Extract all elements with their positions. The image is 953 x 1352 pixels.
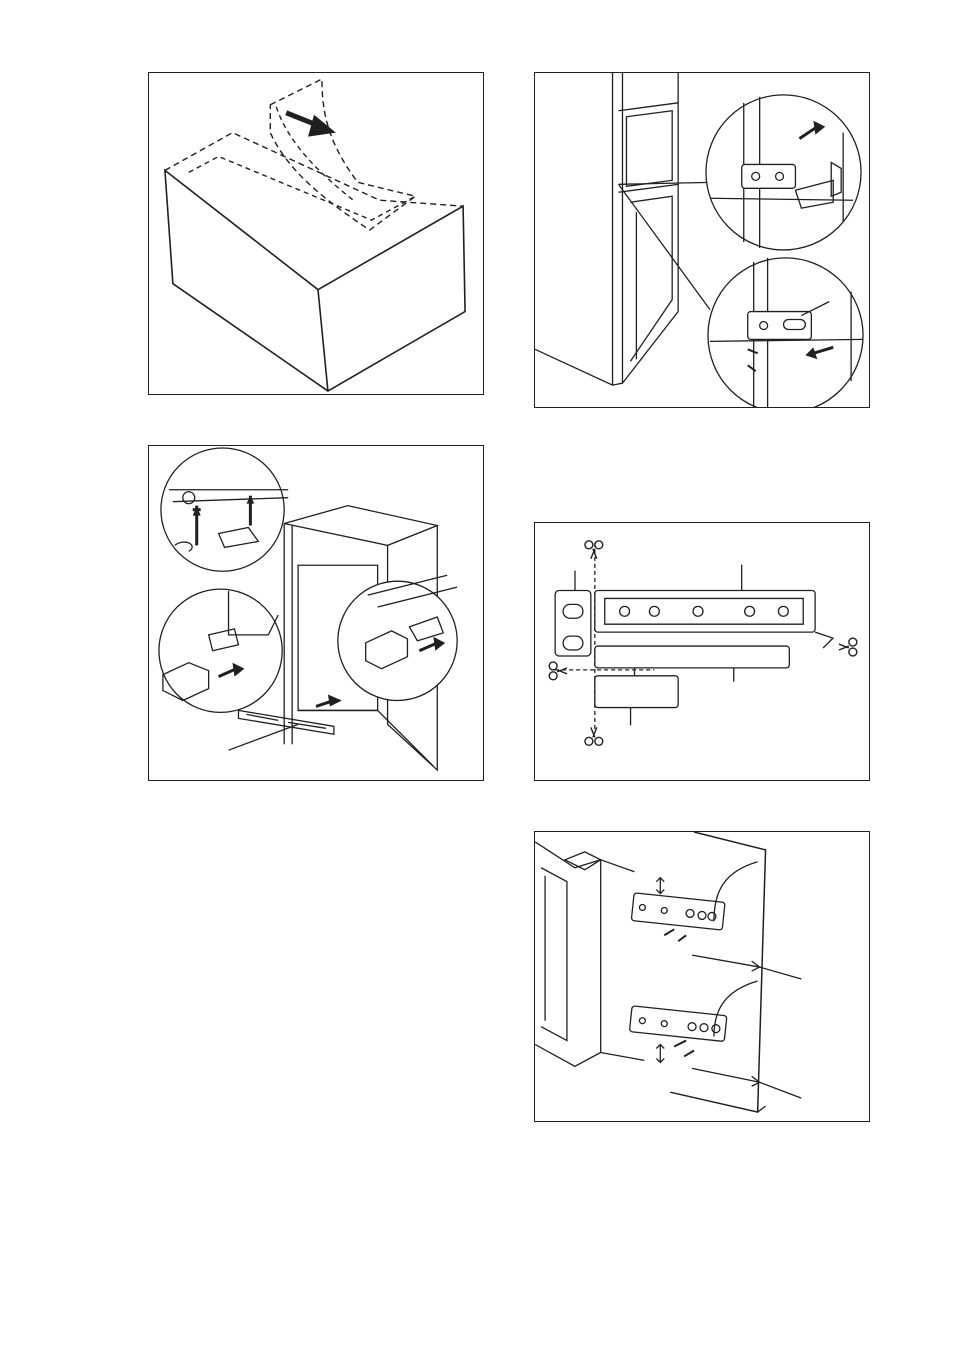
- figure-packaging-removal: [148, 72, 484, 395]
- figure-hinge-cover: [148, 445, 484, 781]
- figure-hinge-bracket: [534, 72, 870, 408]
- door-bracket-icon: [535, 832, 869, 1121]
- hinge-cover-icon: [149, 446, 483, 780]
- hinge-detail-icon: [535, 73, 869, 407]
- figure-cut-cover: [534, 522, 870, 781]
- scissors-icon: [535, 523, 869, 780]
- box-icon: [149, 73, 483, 394]
- figure-door-bracket: [534, 831, 870, 1122]
